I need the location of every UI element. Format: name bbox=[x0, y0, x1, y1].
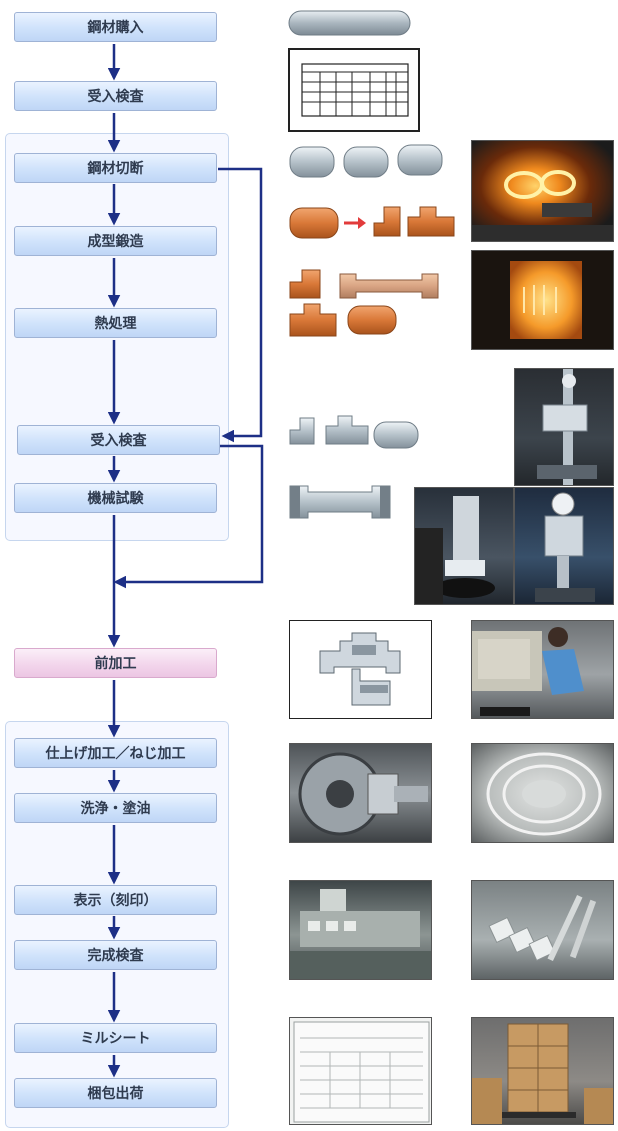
cut-billets-icon bbox=[289, 144, 443, 178]
step-final-inspection: 完成検査 bbox=[14, 940, 217, 970]
pipe-fitting-drawing bbox=[289, 620, 432, 719]
step-washing-oiling: 洗浄・塗油 bbox=[14, 793, 217, 823]
step-heat-treatment: 熱処理 bbox=[14, 308, 217, 338]
marking-machine-photo bbox=[289, 880, 432, 980]
machining-operator-photo bbox=[471, 620, 614, 719]
heat-treated-shapes-icon bbox=[289, 269, 439, 337]
step-finishing-threading: 仕上げ加工／ねじ加工 bbox=[14, 738, 217, 768]
lathe-chuck-photo bbox=[289, 743, 432, 843]
forging-furnace-photo bbox=[471, 140, 614, 242]
hardness-tester-photo bbox=[414, 487, 514, 605]
forging-shapes-icon bbox=[289, 206, 455, 239]
step-receiving-inspection-2: 受入検査 bbox=[17, 425, 220, 455]
heat-treatment-furnace-photo bbox=[471, 250, 614, 350]
inspection-sheet-icon bbox=[288, 48, 420, 132]
step-packing-shipping: 梱包出荷 bbox=[14, 1078, 217, 1108]
step-marking: 表示（刻印） bbox=[14, 885, 217, 915]
step-pre-machining: 前加工 bbox=[14, 648, 217, 678]
step-receiving-inspection: 受入検査 bbox=[14, 81, 217, 111]
step-mill-sheet: ミルシート bbox=[14, 1023, 217, 1053]
final-inspection-photo bbox=[471, 880, 614, 980]
hardness-tester-gauge-photo bbox=[514, 487, 614, 605]
step-steel-purchase: 鋼材購入 bbox=[14, 12, 217, 42]
packing-boxes-photo bbox=[471, 1017, 614, 1125]
step-steel-cutting: 鋼材切断 bbox=[14, 153, 217, 183]
steel-bar-icon bbox=[288, 10, 411, 36]
step-mechanical-testing: 機械試験 bbox=[14, 483, 217, 513]
mill-sheet-document-photo bbox=[289, 1017, 432, 1125]
washing-basket-photo bbox=[471, 743, 614, 843]
test-specimen-icon bbox=[289, 485, 391, 519]
testing-machine-photo bbox=[514, 368, 614, 486]
step-forging: 成型鍛造 bbox=[14, 226, 217, 256]
inspected-parts-icon bbox=[289, 415, 419, 449]
